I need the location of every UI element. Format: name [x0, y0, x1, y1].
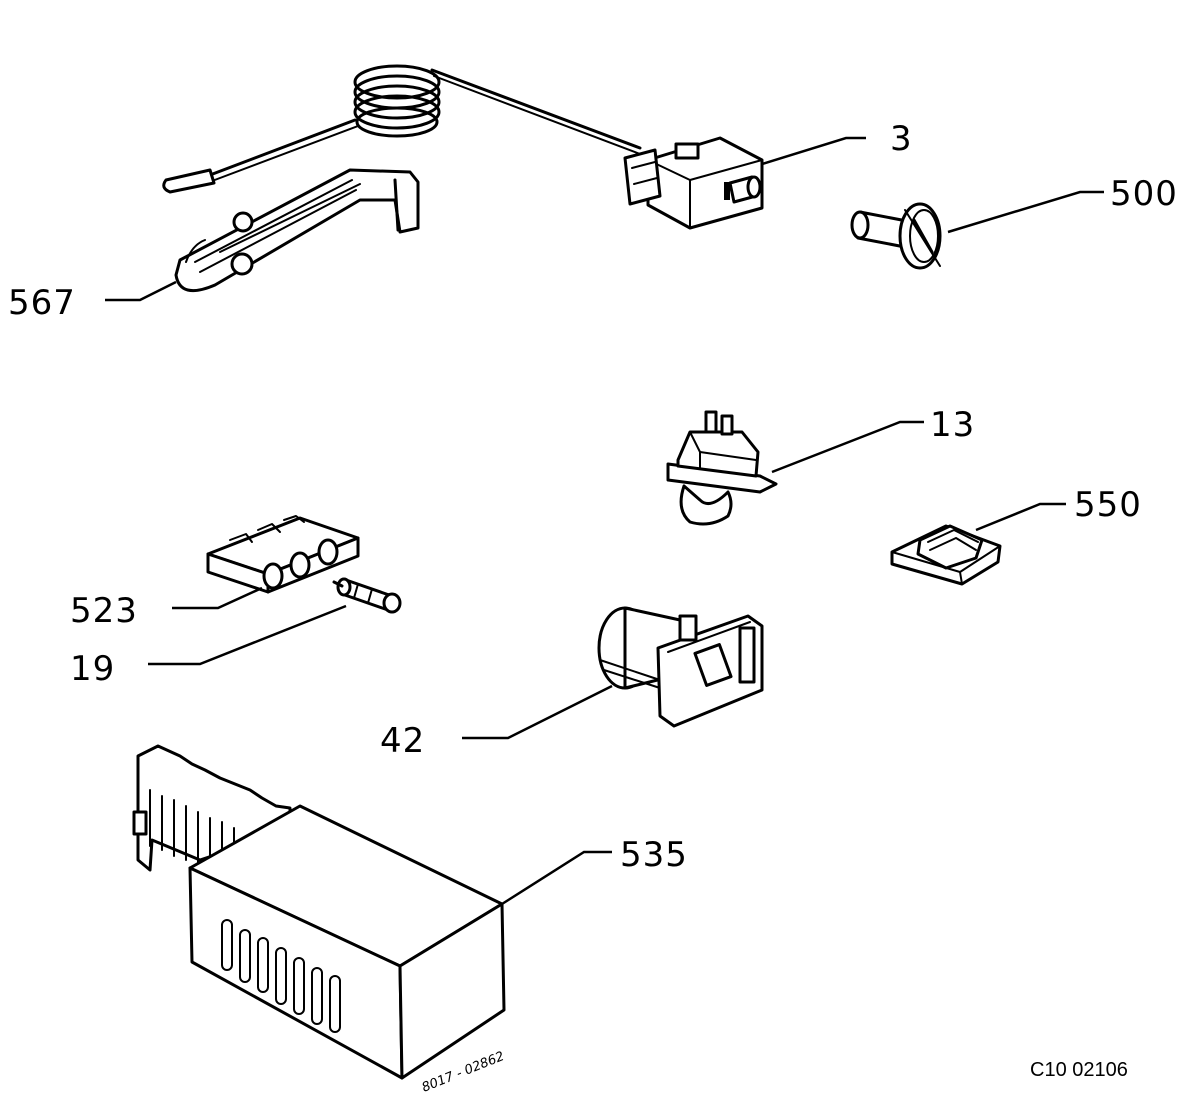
part-523-terminal-block — [206, 515, 360, 594]
label-523: 523 — [70, 591, 138, 631]
part-500-knob-screw — [850, 202, 942, 270]
part-535-cover — [132, 744, 506, 1080]
label-13: 13 — [930, 405, 975, 445]
leader-lines — [105, 136, 1104, 906]
label-3: 3 — [890, 119, 913, 159]
reference-code: C10 02106 — [1030, 1059, 1128, 1081]
label-567: 567 — [8, 283, 76, 323]
part-labels: 3 500 567 13 550 523 19 42 535 — [8, 119, 1178, 875]
label-19: 19 — [70, 649, 115, 689]
part-42-lamp-assembly — [597, 606, 764, 728]
label-42: 42 — [380, 721, 425, 761]
part-567-bracket — [174, 168, 420, 293]
label-535: 535 — [620, 835, 688, 875]
part-13-lamp-holder — [666, 410, 778, 526]
label-550: 550 — [1074, 485, 1142, 525]
part-3-thermostat — [162, 64, 764, 230]
part-19-starter — [332, 577, 402, 614]
part-550-clip — [890, 524, 1002, 586]
label-500: 500 — [1110, 174, 1178, 214]
